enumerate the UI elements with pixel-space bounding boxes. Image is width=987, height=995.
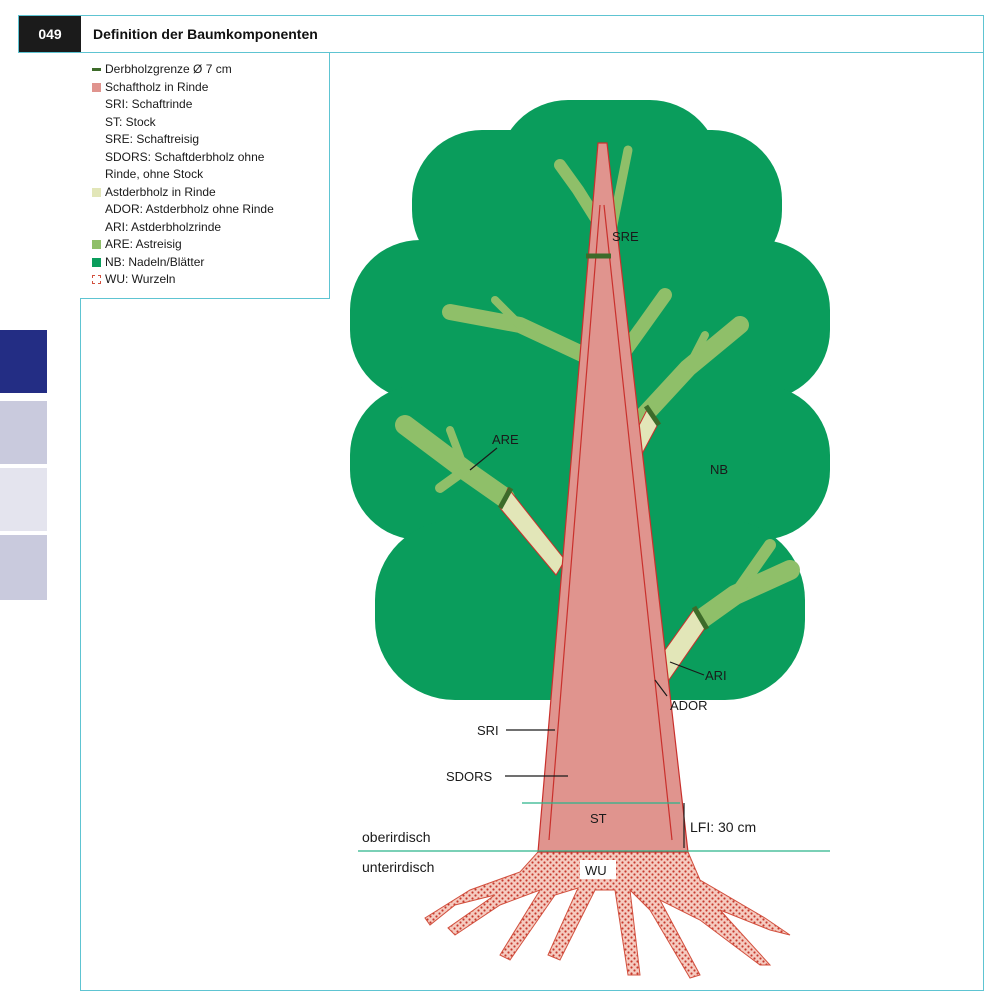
legend-item: ARI: Astderbholzrinde — [92, 219, 329, 237]
label-st: ST — [590, 811, 607, 826]
legend-swatch — [92, 68, 101, 71]
legend-item: SRE: Schaftreisig — [92, 131, 329, 149]
label-nb: NB — [710, 462, 728, 477]
legend-item: SDORS: Schaftderbholz ohne — [92, 149, 329, 167]
legend-swatch — [92, 258, 101, 267]
label-ari: ARI — [705, 668, 727, 683]
legend-label: SDORS: Schaftderbholz ohne — [105, 149, 264, 167]
legend-label: ARE: Astreisig — [105, 236, 182, 254]
label-sri: SRI — [477, 723, 499, 738]
legend-item: SRI: Schaftrinde — [92, 96, 329, 114]
legend-swatch — [92, 188, 101, 197]
legend-label: Derbholzgrenze Ø 7 cm — [105, 61, 232, 79]
legend-label: SRI: Schaftrinde — [105, 96, 192, 114]
legend-item: NB: Nadeln/Blätter — [92, 254, 329, 272]
label-oberirdisch: oberirdisch — [362, 829, 430, 845]
legend-swatch — [92, 83, 101, 92]
legend-item: Schaftholz in Rinde — [92, 79, 329, 97]
legend-swatch — [92, 275, 101, 284]
legend-label: Schaftholz in Rinde — [105, 79, 208, 97]
label-lfi: LFI: 30 cm — [690, 819, 756, 835]
legend-label: ARI: Astderbholzrinde — [105, 219, 221, 237]
label-unterirdisch: unterirdisch — [362, 859, 434, 875]
label-sre: SRE — [612, 229, 639, 244]
legend-item: WU: Wurzeln — [92, 271, 329, 289]
label-are: ARE — [492, 432, 519, 447]
legend-item: ADOR: Astderbholz ohne Rinde — [92, 201, 329, 219]
legend-item: ST: Stock — [92, 114, 329, 132]
legend-label: WU: Wurzeln — [105, 271, 175, 289]
legend-label: Astderbholz in Rinde — [105, 184, 216, 202]
legend-item: Astderbholz in Rinde — [92, 184, 329, 202]
legend-swatch — [92, 240, 101, 249]
legend-label: SRE: Schaftreisig — [105, 131, 199, 149]
legend-item: ARE: Astreisig — [92, 236, 329, 254]
legend-item: Derbholzgrenze Ø 7 cm — [92, 61, 329, 79]
legend-label: NB: Nadeln/Blätter — [105, 254, 204, 272]
legend-label: ADOR: Astderbholz ohne Rinde — [105, 201, 274, 219]
label-wu: WU — [585, 863, 607, 878]
legend-label: ST: Stock — [105, 114, 156, 132]
legend-label: Rinde, ohne Stock — [105, 166, 203, 184]
label-sdors: SDORS — [446, 769, 493, 784]
legend-item: Rinde, ohne Stock — [92, 166, 329, 184]
label-ador: ADOR — [670, 698, 708, 713]
